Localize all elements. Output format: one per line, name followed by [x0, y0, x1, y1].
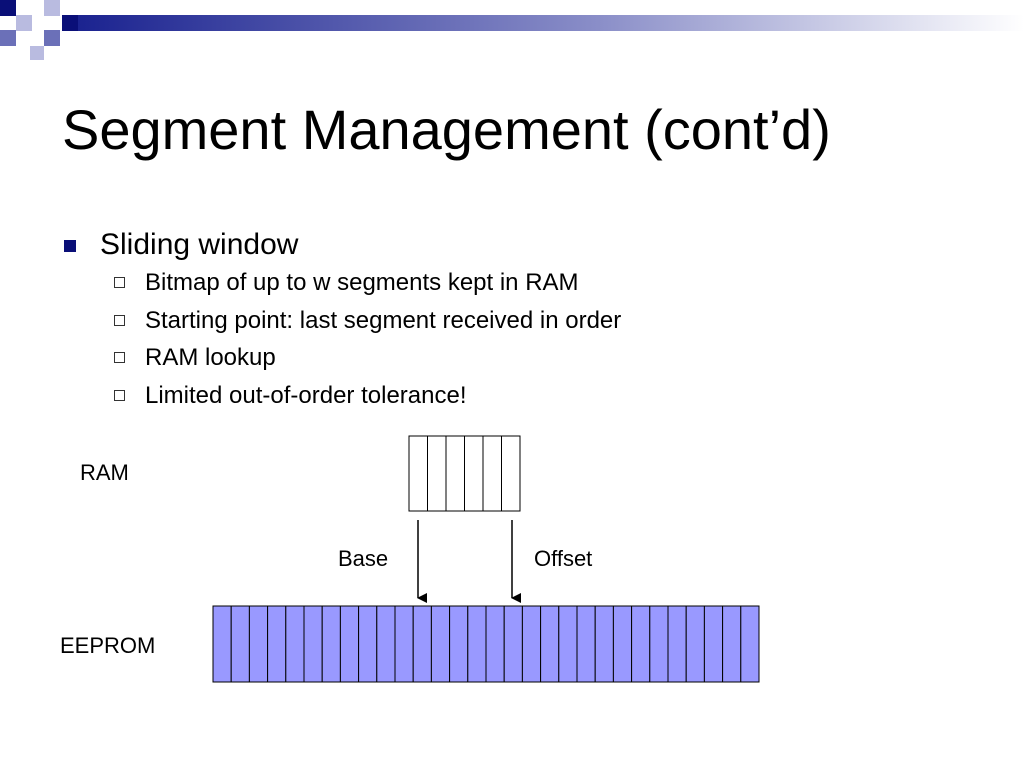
- sub-bullet-text: Bitmap of up to w segments kept in RAM: [145, 269, 579, 296]
- eeprom-cell: [685, 605, 705, 683]
- eeprom-cell: [649, 605, 669, 683]
- sub-bullet-item: Bitmap of up to w segments kept in RAM: [62, 264, 962, 302]
- eeprom-cell: [722, 605, 742, 683]
- square-bullet-icon: [64, 240, 76, 252]
- eeprom-cell: [376, 605, 396, 683]
- eeprom-cell: [612, 605, 633, 683]
- eeprom-cell: [285, 605, 305, 683]
- bullet-text: Sliding window: [100, 228, 299, 261]
- header-square: [0, 0, 16, 16]
- hollow-square-bullet-icon: [114, 352, 125, 363]
- eeprom-cell: [267, 605, 287, 683]
- sub-bullet-item: RAM lookup: [62, 339, 962, 377]
- eeprom-cell: [230, 605, 250, 683]
- header-square: [30, 46, 44, 60]
- ram-cell: [408, 435, 428, 512]
- header-square: [0, 30, 16, 46]
- hollow-square-bullet-icon: [114, 389, 125, 401]
- eeprom-cell: [594, 605, 614, 683]
- eeprom-cell: [485, 605, 505, 683]
- eeprom-cell: [394, 605, 414, 683]
- sub-bullet-text: Starting point: last segment received in…: [145, 306, 622, 334]
- ram-bitmap: [408, 435, 521, 512]
- header-square: [44, 30, 60, 46]
- eeprom-cell: [321, 605, 341, 683]
- ram-cell: [427, 435, 447, 512]
- ram-cell: [445, 435, 465, 512]
- offset-label: Offset: [534, 546, 593, 571]
- ram-cell: [464, 435, 484, 512]
- slide-title: Segment Management (cont’d): [62, 98, 831, 161]
- header-square: [16, 15, 32, 31]
- eeprom-cell: [631, 605, 651, 683]
- eeprom-cell: [212, 605, 232, 683]
- eeprom-cell: [412, 605, 432, 683]
- hollow-square-bullet-icon: [114, 277, 125, 288]
- header-decoration: [0, 0, 1024, 60]
- eeprom-cell: [540, 605, 560, 683]
- eeprom-cell: [339, 605, 360, 683]
- sub-bullet-text: RAM lookup: [145, 344, 276, 371]
- ram-cell: [482, 435, 502, 512]
- eeprom-cell: [667, 605, 687, 683]
- eeprom-cell: [521, 605, 542, 683]
- ram-cell: [501, 435, 521, 512]
- eeprom-cell: [703, 605, 724, 683]
- eeprom-cell: [558, 605, 578, 683]
- eeprom-cell: [467, 605, 487, 683]
- bullet-list: Sliding window Bitmap of up to w segment…: [62, 226, 962, 414]
- bullet-item: Sliding window: [62, 226, 962, 264]
- eeprom-cell: [503, 605, 523, 683]
- eeprom-cell: [358, 605, 378, 683]
- sub-bullet-item: Limited out-of-order tolerance!: [62, 377, 962, 415]
- header-square: [44, 0, 60, 16]
- sub-bullet-text: Limited out-of-order tolerance!: [145, 381, 467, 409]
- eeprom-cell: [430, 605, 451, 683]
- eeprom-segments: [212, 605, 760, 683]
- base-label: Base: [338, 546, 389, 571]
- eeprom-cell: [449, 605, 469, 683]
- eeprom-cell: [303, 605, 323, 683]
- eeprom-label: EEPROM: [60, 633, 156, 658]
- header-gradient-band: [78, 15, 1024, 31]
- eeprom-cell: [576, 605, 596, 683]
- eeprom-cell: [740, 605, 760, 683]
- hollow-square-bullet-icon: [114, 314, 125, 326]
- header-square: [62, 15, 78, 31]
- ram-label: RAM: [80, 460, 129, 485]
- eeprom-cell: [248, 605, 269, 683]
- sub-bullet-item: Starting point: last segment received in…: [62, 302, 962, 340]
